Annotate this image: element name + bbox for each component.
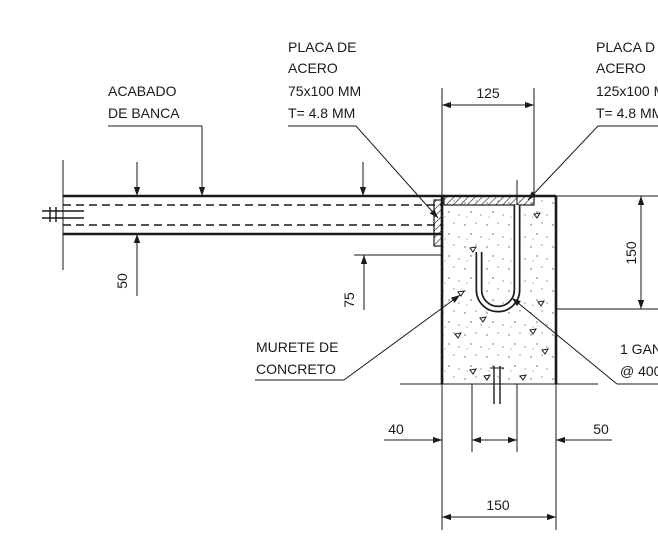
dimension-plate-75-label: 75 bbox=[341, 292, 357, 308]
acabado-label: ACABADO DE BANCA bbox=[108, 83, 180, 121]
acabado-line2: DE BANCA bbox=[108, 105, 180, 121]
gancho-leader bbox=[511, 297, 658, 385]
acabado-leader bbox=[108, 125, 367, 196]
placa-left-line1: PLACA DE bbox=[288, 39, 356, 55]
murete-leader bbox=[255, 294, 461, 381]
placa-left-line3: 75x100 MM bbox=[288, 83, 361, 99]
acabado-line1: ACABADO bbox=[108, 83, 177, 99]
dimension-bottom-40 bbox=[384, 384, 518, 452]
placa-right-line3: 125x100 M bbox=[596, 83, 658, 99]
dimension-bench-50-label: 50 bbox=[114, 273, 130, 289]
gancho-line1: 1 GAN bbox=[620, 341, 658, 357]
plate-right-leader bbox=[527, 125, 658, 201]
dimension-plate-75 bbox=[354, 254, 442, 310]
murete-label: MURETE DE CONCRETO bbox=[256, 339, 338, 377]
dimension-bottom-150 bbox=[441, 384, 557, 530]
plate-left-leader bbox=[288, 125, 439, 219]
bench-slab bbox=[42, 160, 442, 270]
placa-left-label: PLACA DE ACERO 75x100 MM T= 4.8 MM bbox=[288, 39, 361, 121]
gancho-label: 1 GAN @ 400 bbox=[620, 341, 658, 379]
placa-right-line1: PLACA D bbox=[596, 39, 655, 55]
placa-left-line2: ACERO bbox=[288, 60, 338, 76]
placa-left-line4: T= 4.8 MM bbox=[288, 105, 355, 121]
dimension-bottom-50-label: 50 bbox=[593, 421, 609, 437]
concrete-wall bbox=[400, 194, 598, 385]
gancho-line2: @ 400 bbox=[620, 363, 658, 379]
hook-anchor bbox=[475, 180, 521, 313]
placa-right-line4: T= 4.8 MM bbox=[596, 105, 658, 121]
steel-plate-left bbox=[433, 199, 443, 247]
dimension-bottom-150-label: 150 bbox=[486, 497, 510, 513]
dimension-bottom-40-label: 40 bbox=[388, 421, 404, 437]
murete-line2: CONCRETO bbox=[256, 361, 336, 377]
placa-right-line2: ACERO bbox=[596, 60, 646, 76]
dimension-top-125-label: 125 bbox=[476, 85, 500, 101]
murete-line1: MURETE DE bbox=[256, 339, 338, 355]
anchor-bolt bbox=[490, 366, 504, 404]
steel-plate-top bbox=[443, 195, 535, 206]
placa-right-label: PLACA D ACERO 125x100 M T= 4.8 MM bbox=[596, 39, 658, 121]
dimension-right-150 bbox=[556, 195, 658, 310]
dimension-top-125 bbox=[441, 88, 535, 196]
dimension-right-150-label: 150 bbox=[623, 241, 639, 265]
